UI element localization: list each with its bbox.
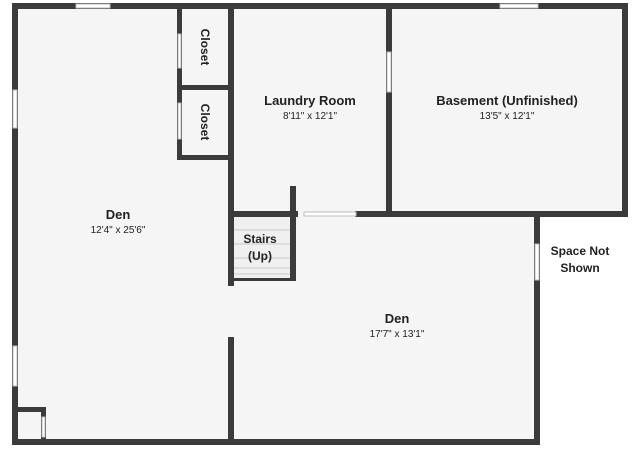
room-dimensions: 8'11" x 12'1": [282, 111, 338, 122]
window-closet-bottom: [177, 102, 182, 140]
wall-laundry-basement: [386, 3, 392, 217]
room-dimensions: 12'4" x 25'6": [90, 225, 146, 236]
note-line: Space Not: [550, 244, 610, 258]
stairs-label: Stairs: [243, 232, 277, 246]
wall-top: [12, 3, 628, 9]
room-name: Laundry Room: [264, 93, 356, 108]
room-stairs: Stairs (Up): [243, 231, 276, 265]
wall-right-lower: [534, 211, 540, 445]
wall-right-upper: [622, 3, 628, 217]
room-name: Den: [105, 207, 131, 222]
window-closet-top: [177, 33, 182, 69]
windows: [12, 3, 540, 438]
opening-laundry-bottom: [303, 211, 357, 217]
stairs: [234, 217, 290, 281]
stairs-bottom-edge: [234, 278, 290, 281]
room-laundry: Laundry Room 8'11" x 12'1": [264, 93, 356, 123]
floor-upper: [14, 5, 626, 217]
walls: [12, 3, 628, 445]
stairs-area: [234, 217, 290, 281]
window-laundry-basement: [386, 51, 392, 93]
room-basement: Basement (Unfinished) 13'5" x 12'1": [436, 93, 578, 123]
wall-den-laundry: [228, 3, 234, 286]
wall-bottom: [12, 439, 540, 445]
wall-left: [12, 3, 18, 445]
window-left-lower: [12, 345, 18, 387]
room-dimensions: 17'7" x 13'1": [369, 329, 425, 340]
space-not-shown-label: Space Not Shown: [551, 243, 610, 277]
room-den-right: Den 17'7" x 13'1": [370, 311, 425, 341]
window-small-closet: [41, 416, 46, 438]
room-name: Den: [384, 311, 410, 326]
wall-closet-left: [177, 3, 182, 160]
opening-space-not-shown: [534, 243, 540, 281]
wall-closet-divider: [177, 85, 231, 90]
wall-laundry-bottom: [355, 211, 363, 217]
room-closet-top: Closet: [198, 28, 212, 66]
room-closet-bottom: Closet: [198, 103, 212, 141]
wall-stairs-top: [231, 211, 298, 217]
window-top-left: [75, 3, 111, 9]
stairs-direction: (Up): [247, 249, 272, 263]
wall-mid-horizontal: [358, 211, 628, 217]
window-left-upper: [12, 89, 18, 129]
room-den-left: Den 12'4" x 25'6": [91, 207, 146, 237]
window-top-right: [499, 3, 539, 9]
wall-small-closet-top: [14, 407, 46, 412]
wall-closet-bottom: [177, 155, 231, 160]
room-name: Basement (Unfinished): [436, 93, 578, 108]
wall-den-lower-stub: [228, 337, 234, 445]
room-dimensions: 13'5" x 12'1": [479, 111, 535, 122]
note-line: Shown: [560, 261, 600, 275]
wall-stairs-right: [290, 186, 296, 281]
